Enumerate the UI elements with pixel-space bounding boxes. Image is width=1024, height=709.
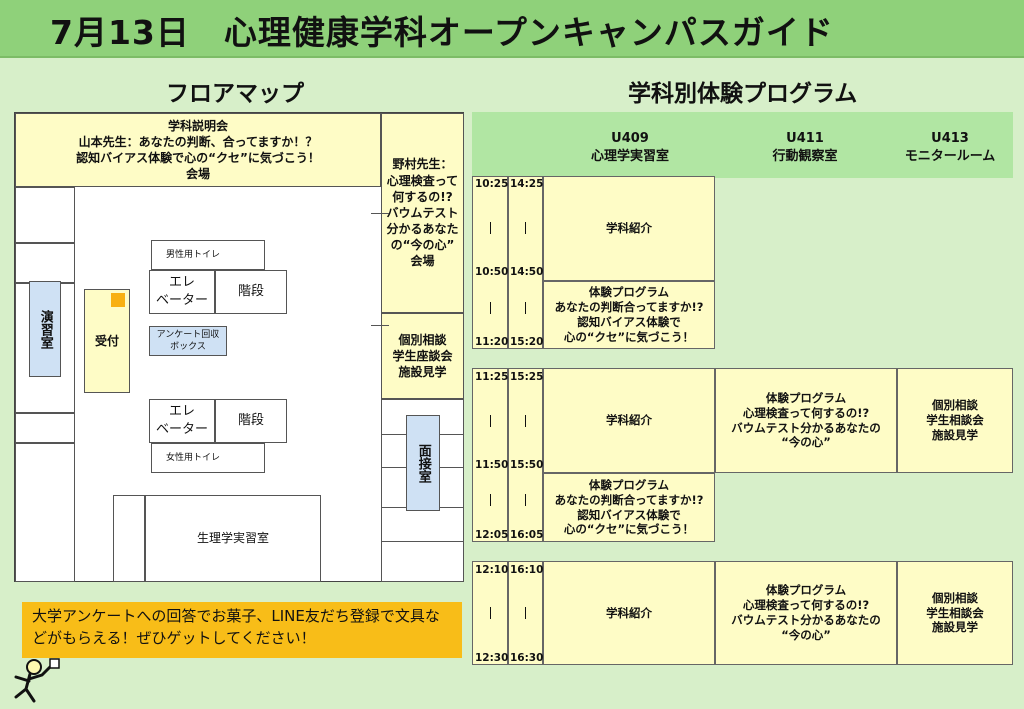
block3-u413-consult: 個別相談 学生相談会 施設見学 [897, 561, 1013, 665]
block1-u409-intro: 学科紹介 [543, 176, 715, 281]
column-u413-name: モニタールーム [904, 148, 996, 164]
time-separator [525, 302, 526, 314]
room-elevator-bottom: エレ ベーター [149, 399, 215, 443]
column-u413-code: U413 [931, 131, 969, 146]
block2-times-a [472, 368, 508, 542]
survey-notice: 大学アンケートへの回答でお菓子、LINE友だち登録で文具などがもらえる！ぜひゲッ… [22, 602, 462, 658]
room-left-2 [15, 243, 75, 283]
room-stairs-top: 階段 [215, 270, 287, 314]
column-u413: U413 モニタールーム [888, 130, 1012, 165]
block1-time-b-mid: 14:50 [510, 266, 544, 278]
block1-time-b-start: 14:25 [510, 178, 544, 190]
time-separator [490, 607, 491, 619]
time-separator [490, 302, 491, 314]
block3-time-b-start: 16:10 [510, 564, 544, 576]
time-separator [490, 415, 491, 427]
room-interview: 面接室 [406, 415, 440, 511]
survey-box-marker-icon [111, 293, 125, 307]
room-consult-label: 個別相談 学生座談会 施設見学 [392, 332, 453, 380]
room-stairs-bottom: 階段 [215, 399, 287, 443]
column-u411-name: 行動観察室 [772, 148, 838, 164]
block1-time-a-end: 11:20 [475, 336, 509, 348]
room-briefing-label: 学科説明会 山本先生：あなたの判断、合ってますか！？ 認知バイアス体験で心の“ク… [76, 118, 320, 182]
room-seminar-label: 演習室 [37, 309, 53, 349]
room-survey-box: アンケート回収 ボックス [149, 326, 227, 356]
block1-time-a-start: 10:25 [475, 178, 509, 190]
block1-times-a [472, 176, 508, 349]
room-elevator-top: エレ ベーター [149, 270, 215, 314]
room-nomura: 野村先生： 心理検査って 何するの!? バウムテスト 分かるあなた の“今の心”… [381, 113, 464, 313]
time-separator [525, 415, 526, 427]
column-u409-code: U409 [611, 131, 649, 146]
block3-u409-intro: 学科紹介 [543, 561, 715, 665]
time-separator [490, 222, 491, 234]
room-mens-toilet-label: 男性用トイレ [166, 249, 221, 260]
block2-time-a-start: 11:25 [475, 371, 509, 383]
block1-times-b [508, 176, 543, 349]
room-interview-label: 面接室 [415, 443, 431, 483]
room-elevator-bottom-label: エレ ベーター [155, 404, 208, 437]
room-left-4 [15, 413, 75, 443]
room-physio-side [113, 495, 145, 582]
block2-u409-program: 体験プログラム あなたの判断合ってますか!? 認知バイアス体験で 心の“クセ”に… [543, 473, 715, 542]
room-mens-toilet: 男性用トイレ [151, 240, 265, 270]
map-wall-line [371, 213, 389, 214]
room-left-1 [15, 187, 75, 243]
room-womens-toilet-label: 女性用トイレ [166, 452, 221, 463]
room-physio-lab: 生理学実習室 [145, 495, 321, 582]
map-wall-line [371, 325, 389, 326]
time-separator [525, 494, 526, 506]
column-u409-name: 心理学実習室 [590, 148, 669, 164]
block2-time-b-start: 15:25 [510, 371, 544, 383]
room-consult: 個別相談 学生座談会 施設見学 [381, 313, 464, 399]
room-physio-lab-label: 生理学実習室 [196, 531, 269, 546]
title-bar: 7月13日 心理健康学科オープンキャンパスガイド [0, 0, 1024, 58]
room-survey-box-label: アンケート回収 ボックス [156, 329, 220, 352]
block2-time-a-mid: 11:50 [475, 459, 509, 471]
block1-time-a-mid: 10:50 [475, 266, 509, 278]
block2-time-a-end: 12:05 [475, 529, 509, 541]
room-nomura-label: 野村先生： 心理検査って 何するの!? バウムテスト 分かるあなた の“今の心”… [386, 157, 459, 269]
room-reception-label: 受付 [94, 333, 119, 348]
block3-time-a-end: 12:30 [475, 652, 509, 664]
block3-time-b-end: 16:30 [510, 652, 544, 664]
block2-times-b [508, 368, 543, 542]
floor-map: 学科説明会 山本先生：あなたの判断、合ってますか！？ 認知バイアス体験で心の“ク… [14, 112, 464, 582]
map-wall-line [381, 541, 464, 542]
block2-u411-program: 体験プログラム 心理検査って何するの!? バウムテスト分かるあなたの “今の心” [715, 368, 897, 473]
block1-time-b-end: 15:20 [510, 336, 544, 348]
column-u409: U409 心理学実習室 [550, 130, 710, 165]
time-separator [525, 222, 526, 234]
room-stairs-bottom-label: 階段 [237, 413, 264, 429]
block3-u411-program: 体験プログラム 心理検査って何するの!? バウムテスト分かるあなたの “今の心” [715, 561, 897, 665]
block2-time-b-mid: 15:50 [510, 459, 544, 471]
block1-u409-program: 体験プログラム あなたの判断合ってますか!? 認知バイアス体験で 心の“クセ”に… [543, 281, 715, 349]
page-title: 7月13日 心理健康学科オープンキャンパスガイド [50, 13, 834, 52]
program-header: U409 心理学実習室 U411 行動観察室 U413 モニタールーム [472, 112, 1013, 178]
block2-time-b-end: 16:05 [510, 529, 544, 541]
block2-u409-intro: 学科紹介 [543, 368, 715, 473]
time-separator [525, 607, 526, 619]
block2-u413-consult: 個別相談 学生相談会 施設見学 [897, 368, 1013, 473]
time-separator [490, 494, 491, 506]
room-left-5 [15, 443, 75, 582]
room-womens-toilet: 女性用トイレ [151, 443, 265, 473]
room-stairs-top-label: 階段 [237, 284, 264, 300]
block3-time-a-start: 12:10 [475, 564, 509, 576]
column-u411: U411 行動観察室 [730, 130, 880, 165]
room-briefing: 学科説明会 山本先生：あなたの判断、合ってますか！？ 認知バイアス体験で心の“ク… [15, 113, 381, 187]
column-u411-code: U411 [786, 131, 824, 146]
running-mascot-icon [14, 658, 60, 703]
room-seminar: 演習室 [29, 281, 61, 377]
floor-map-heading: フロアマップ [166, 81, 304, 107]
room-elevator-top-label: エレ ベーター [155, 275, 208, 308]
program-heading: 学科別体験プログラム [628, 81, 858, 107]
